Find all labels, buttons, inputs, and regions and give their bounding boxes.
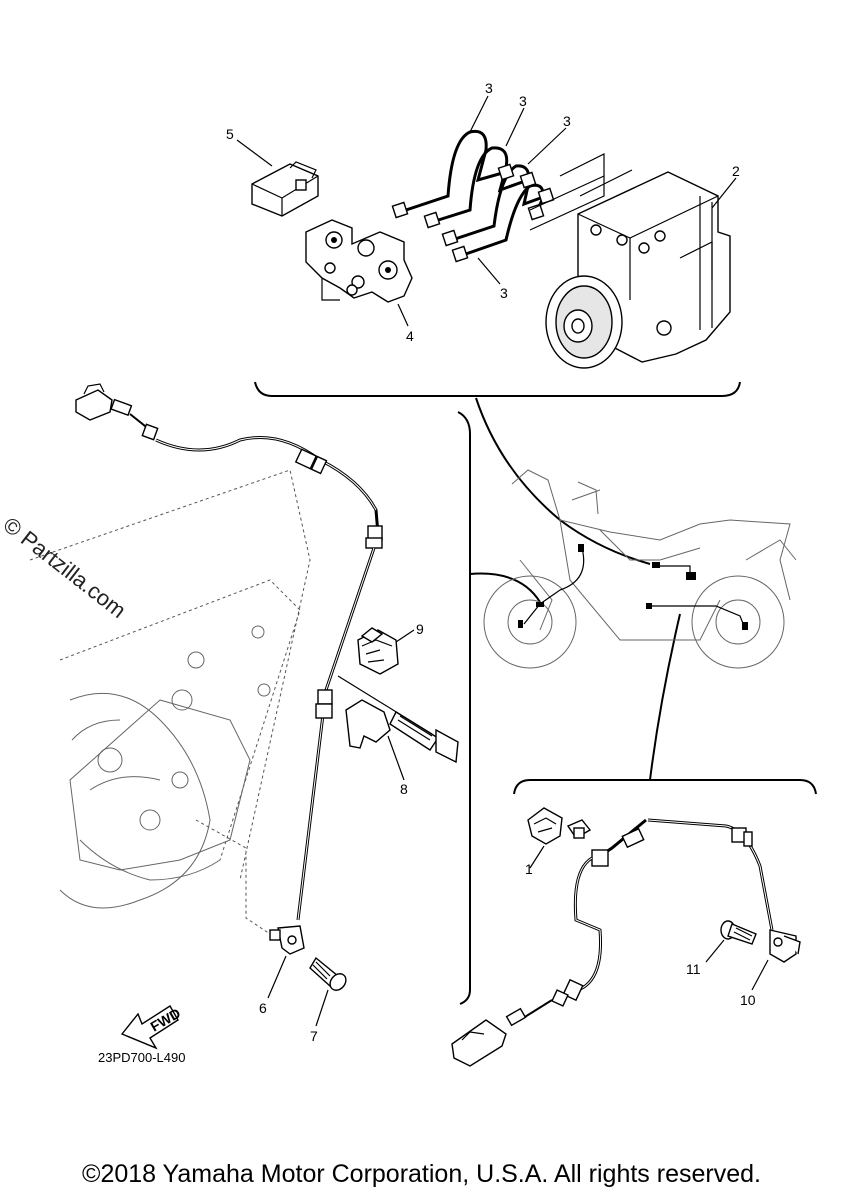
part-4-joint[interactable] [305, 219, 413, 303]
callout-8: 8 [400, 781, 408, 797]
group-bracket-middle [457, 411, 471, 1005]
callout-2: 2 [732, 163, 740, 179]
callout-9: 9 [416, 621, 424, 637]
part-2-abs-unit[interactable] [545, 171, 731, 369]
callouts: 5 3 3 3 3 2 4 9 8 6 7 1 11 10 [226, 80, 756, 1044]
callout-3-b: 3 [519, 93, 527, 109]
location-group [457, 397, 797, 1005]
callout-5: 5 [226, 126, 234, 142]
abs-assembly-group [236, 95, 741, 397]
copyright-notice: ©2018 Yamaha Motor Corporation, U.S.A. A… [82, 1160, 761, 1188]
callout-10: 10 [740, 992, 756, 1008]
callout-11: 11 [686, 961, 701, 977]
part-8-bracket[interactable] [337, 675, 459, 764]
front-fork-ghost [29, 469, 311, 935]
callout-6: 6 [259, 1000, 267, 1016]
part-1-clip[interactable] [527, 807, 592, 845]
part-3-brake-pipes[interactable] [391, 129, 555, 263]
rear-sensor-group [451, 779, 817, 1067]
group-bracket-top [254, 381, 741, 397]
front-sensor-group: FWD [29, 383, 459, 1050]
callout-3-d: 3 [500, 285, 508, 301]
part-9-clip[interactable] [357, 627, 399, 675]
fwd-arrow: FWD [120, 1005, 183, 1050]
rear-sensor-cable[interactable] [451, 818, 801, 1067]
motorcycle-ghost [483, 469, 797, 669]
front-sensor-cable[interactable] [75, 383, 383, 955]
group-bracket-rear [513, 779, 817, 795]
callout-4: 4 [406, 328, 414, 344]
part-7-bolt[interactable] [309, 956, 349, 993]
callout-3-c: 3 [563, 113, 571, 129]
callout-7: 7 [310, 1028, 318, 1044]
pointer-front [469, 572, 541, 603]
callout-1: 1 [525, 861, 533, 877]
callout-3-a: 3 [485, 80, 493, 96]
pointer-rear [649, 613, 681, 781]
diagram-code: 23PD700-L490 [98, 1050, 186, 1065]
part-5-connector[interactable] [251, 161, 319, 217]
part-11-bolt[interactable] [720, 920, 757, 945]
